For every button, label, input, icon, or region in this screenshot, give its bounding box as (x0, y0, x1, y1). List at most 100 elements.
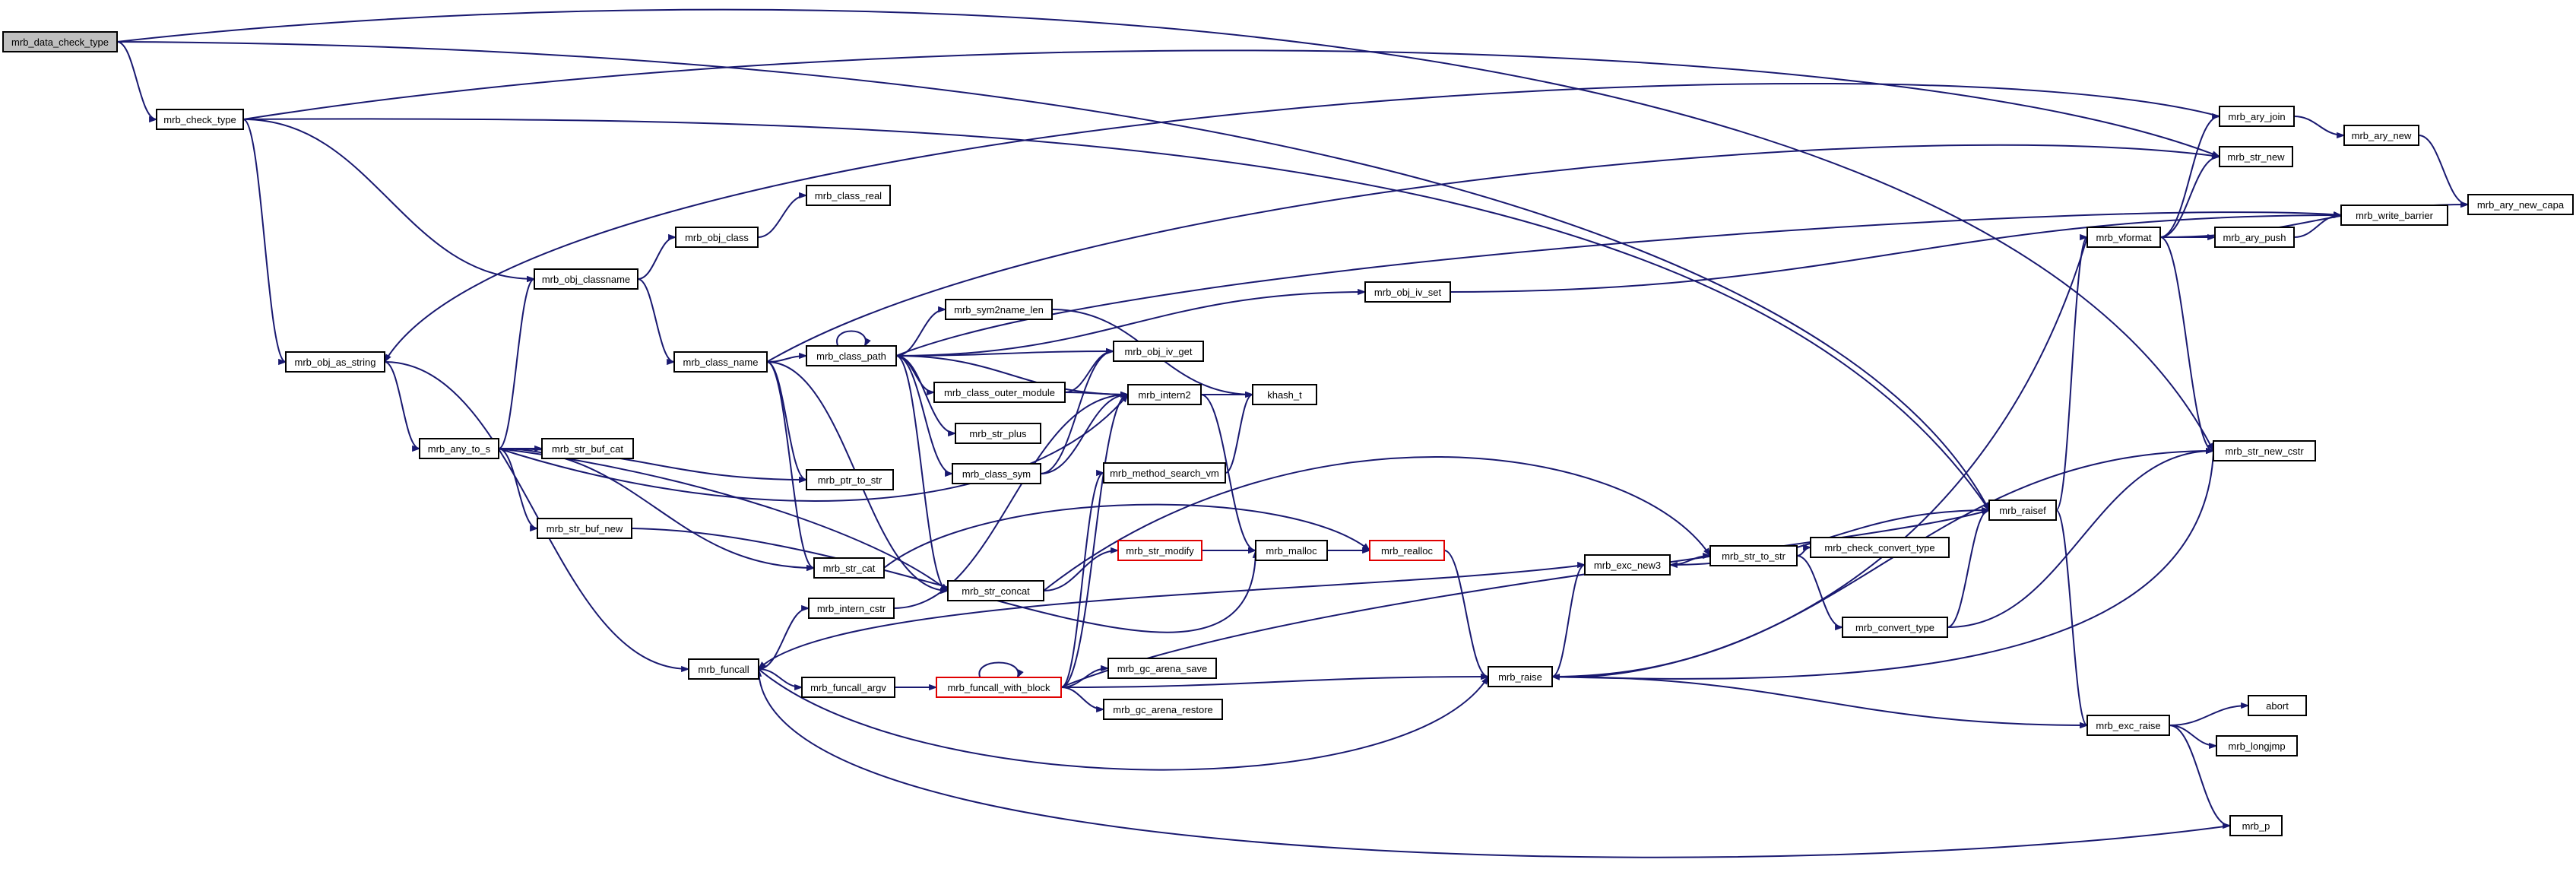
edge-mrb-exc-raise-to-mrb-longjmp-arrowhead (2209, 742, 2218, 750)
node-box (806, 345, 897, 366)
edge-mrb-class-sym-to-mrb-obj-iv-get (1040, 350, 1114, 474)
node-box (945, 299, 1053, 320)
node-label: mrb_longjmp (2228, 741, 2285, 752)
node-mrb-class-real[interactable]: mrb_class_real (806, 185, 891, 206)
edge-mrb-p-to-mrb-funcall (758, 668, 2231, 858)
node-label: mrb_exc_raise (2096, 720, 2160, 731)
node-mrb-str-buf-cat[interactable]: mrb_str_buf_cat (541, 438, 634, 459)
node-box (806, 469, 894, 490)
node-box (285, 351, 385, 373)
edge-mrb-exc-new3-to-mrb-funcall-arrowhead (757, 661, 766, 671)
node-mrb-exc-raise[interactable]: mrb_exc_raise (2086, 715, 2170, 736)
node-mrb-p[interactable]: mrb_p (2229, 815, 2283, 836)
node-mrb-ptr-to-str[interactable]: mrb_ptr_to_str (806, 469, 894, 490)
edge-mrb-class-path-to-mrb-class-path-arrowhead (864, 338, 871, 347)
node-mrb-str-cat[interactable]: mrb_str_cat (813, 557, 885, 579)
edge-mrb-funcall-argv-to-mrb-funcall-with-block-arrowhead (929, 683, 938, 691)
node-label: mrb_vformat (2096, 232, 2152, 243)
node-mrb-str-concat[interactable]: mrb_str_concat (947, 580, 1044, 601)
node-mrb-realloc[interactable]: mrb_realloc (1369, 540, 1445, 561)
node-box (2340, 205, 2448, 226)
node-box (2219, 106, 2295, 127)
node-label: mrb_ary_push (2223, 232, 2286, 243)
node-mrb-class-outer-module[interactable]: mrb_class_outer_module (933, 382, 1066, 403)
node-label: mrb_str_new (2227, 151, 2285, 163)
node-mrb-obj-iv-set[interactable]: mrb_obj_iv_set (1364, 281, 1451, 303)
node-mrb-data-check-type[interactable]: mrb_data_check_type (2, 31, 118, 52)
node-mrb-raisef[interactable]: mrb_raisef (1988, 500, 2057, 521)
edge-mrb-ary-new-to-mrb-ary-new-capa-arrowhead (2460, 201, 2470, 208)
node-mrb-sym2name-len[interactable]: mrb_sym2name_len (945, 299, 1053, 320)
node-box (936, 677, 1062, 698)
node-mrb-str-modify[interactable]: mrb_str_modify (1117, 540, 1202, 561)
edge-mrb-convert-type-to-mrb-str-new-cstr (1947, 450, 2214, 628)
node-box (1113, 341, 1204, 362)
edge-mrb-funcall-with-block-to-mrb-raise (1060, 676, 1489, 688)
node-mrb-ary-push[interactable]: mrb_ary_push (2214, 227, 2295, 248)
node-mrb-str-new-cstr[interactable]: mrb_str_new_cstr (2213, 440, 2316, 461)
edge-mrb-ary-join-to-mrb-ary-new (2293, 116, 2345, 136)
node-label: mrb_str_to_str (1722, 550, 1785, 562)
node-mrb-ary-join[interactable]: mrb_ary_join (2219, 106, 2295, 127)
edge-mrb-class-name-to-mrb-ptr-to-str (766, 361, 807, 480)
node-mrb-ary-new[interactable]: mrb_ary_new (2343, 125, 2419, 146)
node-mrb-vformat[interactable]: mrb_vformat (2086, 227, 2161, 248)
edge-mrb-class-path-to-mrb-sym2name-len-arrowhead (938, 306, 947, 313)
node-mrb-any-to-s[interactable]: mrb_any_to_s (419, 438, 499, 459)
node-mrb-obj-classname[interactable]: mrb_obj_classname (534, 268, 638, 290)
edge-mrb-str-concat-to-mrb-str-to-str (1043, 455, 1711, 591)
edge-mrb-obj-iv-set-to-mrb-write-barrier (1450, 214, 2342, 293)
node-mrb-class-name[interactable]: mrb_class_name (673, 351, 768, 373)
edge-mrb-vformat-to-mrb-raise (1551, 236, 2088, 678)
edge-mrb-vformat-to-mrb-str-new-cstr-arrowhead (2206, 447, 2215, 455)
node-label: abort (2266, 700, 2289, 712)
node-label: mrb_class_name (683, 357, 759, 368)
node-mrb-malloc[interactable]: mrb_malloc (1255, 540, 1328, 561)
edge-mrb-check-type-to-mrb-obj-as-string-arrowhead (278, 358, 287, 366)
node-mrb-str-new[interactable]: mrb_str_new (2219, 146, 2293, 167)
node-mrb-check-convert-type[interactable]: mrb_check_convert_type (1810, 537, 1950, 558)
edge-mrb-str-to-str-to-mrb-convert-type (1796, 555, 1843, 628)
node-mrb-ary-new-capa[interactable]: mrb_ary_new_capa (2467, 194, 2574, 215)
node-box (1117, 540, 1202, 561)
node-mrb-obj-as-string[interactable]: mrb_obj_as_string (285, 351, 385, 373)
node-mrb-str-plus[interactable]: mrb_str_plus (955, 423, 1041, 444)
node-mrb-funcall[interactable]: mrb_funcall (688, 658, 759, 680)
edge-mrb-raisef-to-mrb-vformat (2055, 236, 2088, 511)
edge-mrb-class-outer-module-to-mrb-obj-iv-get (1064, 350, 1114, 393)
edge-mrb-exc-raise-to-mrb-p (2169, 725, 2231, 826)
node-mrb-obj-iv-get[interactable]: mrb_obj_iv_get (1113, 341, 1204, 362)
node-khash-t[interactable]: khash_t (1252, 384, 1317, 405)
node-mrb-class-sym[interactable]: mrb_class_sym (952, 463, 1041, 484)
edge-mrb-funcall-with-block-to-mrb-gc-arena-restore-arrowhead (1096, 706, 1105, 713)
node-mrb-check-type[interactable]: mrb_check_type (156, 109, 244, 130)
edge-mrb-class-name-to-mrb-class-path-arrowhead (799, 352, 808, 360)
edge-mrb-funcall-with-block-to-mrb-method-search-vm-arrowhead (1096, 469, 1105, 477)
node-mrb-obj-class[interactable]: mrb_obj_class (675, 227, 759, 248)
node-mrb-gc-arena-restore[interactable]: mrb_gc_arena_restore (1103, 699, 1223, 720)
node-label: mrb_class_path (816, 350, 886, 362)
edge-mrb-ary-join-to-mrb-obj-as-string (384, 82, 2220, 363)
node-mrb-convert-type[interactable]: mrb_convert_type (1842, 617, 1948, 638)
edge-mrb-obj-classname-to-mrb-obj-class (637, 236, 676, 280)
node-mrb-class-path[interactable]: mrb_class_path (806, 345, 897, 366)
node-mrb-longjmp[interactable]: mrb_longjmp (2216, 735, 2298, 756)
edge-mrb-str-concat-to-mrb-str-modify-arrowhead (1111, 547, 1120, 554)
node-mrb-str-to-str[interactable]: mrb_str_to_str (1709, 545, 1798, 566)
node-box (1252, 384, 1317, 405)
node-mrb-method-search-vm[interactable]: mrb_method_search_vm (1103, 462, 1226, 484)
node-mrb-str-buf-new[interactable]: mrb_str_buf_new (537, 518, 632, 539)
node-mrb-gc-arena-save[interactable]: mrb_gc_arena_save (1107, 658, 1217, 679)
node-mrb-intern-cstr[interactable]: mrb_intern_cstr (808, 598, 895, 619)
edge-mrb-class-path-to-mrb-sym2name-len (895, 309, 946, 357)
edge-mrb-class-name-to-mrb-str-new (766, 144, 2220, 363)
node-mrb-write-barrier[interactable]: mrb_write_barrier (2340, 205, 2448, 226)
node-label: mrb_ary_new_capa (2477, 199, 2565, 211)
node-mrb-funcall-argv[interactable]: mrb_funcall_argv (801, 677, 895, 698)
node-abort[interactable]: abort (2248, 695, 2307, 716)
node-mrb-raise[interactable]: mrb_raise (1488, 666, 1553, 687)
node-mrb-funcall-with-block[interactable]: mrb_funcall_with_block (936, 677, 1062, 698)
node-box (1364, 281, 1451, 303)
node-mrb-exc-new3[interactable]: mrb_exc_new3 (1584, 554, 1671, 576)
node-mrb-intern2[interactable]: mrb_intern2 (1127, 384, 1202, 405)
